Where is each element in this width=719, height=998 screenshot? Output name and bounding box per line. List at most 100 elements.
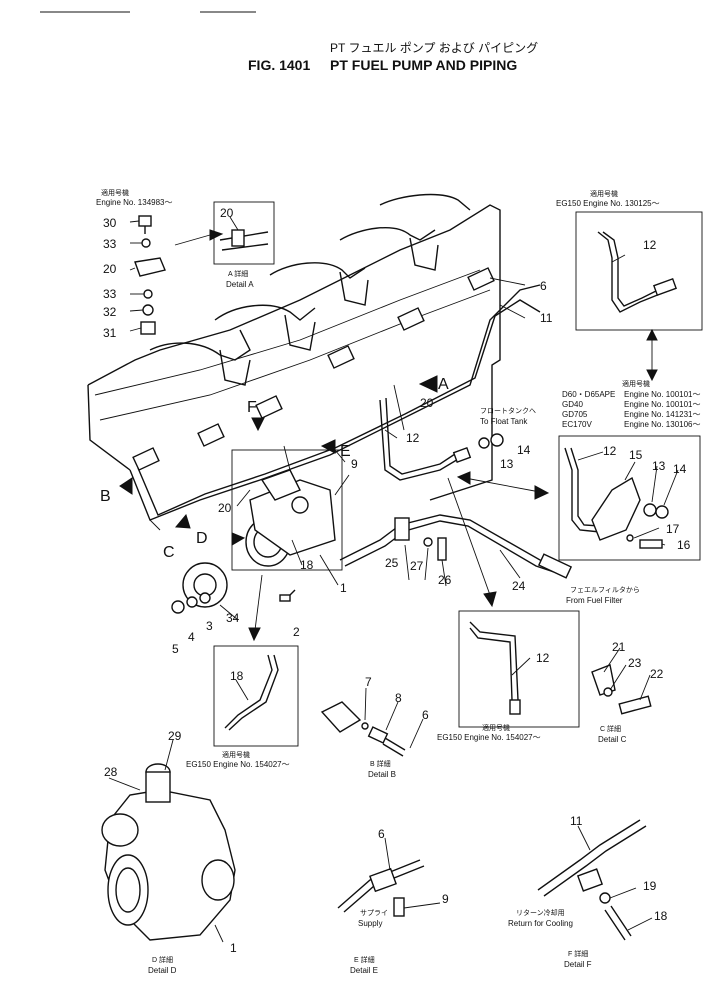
clamp-stack — [134, 215, 166, 335]
note-fuel-filter-en: From Fuel Filter — [566, 596, 623, 605]
figure-title: PT FUEL PUMP AND PIPING — [330, 57, 517, 73]
part-20-pump: 20 — [218, 501, 232, 515]
pipe-clip-25 — [394, 517, 410, 541]
injector-connectors — [132, 267, 495, 471]
fuel-pump-main — [182, 449, 343, 608]
view-letter-d: D — [196, 530, 208, 547]
applicability-label-eg150-left: 適用号機 — [222, 750, 250, 759]
part-12-main: 12 — [406, 431, 420, 445]
part-12-box: 12 — [603, 444, 617, 458]
view-arrow-a — [418, 375, 438, 393]
engine-block — [87, 193, 501, 501]
part-7: 7 — [365, 675, 372, 689]
part-19: 19 — [643, 879, 657, 893]
applicability-label-models: 適用号機 — [622, 379, 650, 388]
part-28: 28 — [104, 765, 118, 779]
detail-c-en: Detail C — [598, 735, 627, 744]
part-14-box: 14 — [673, 462, 687, 476]
model-3: EC170V — [562, 420, 592, 429]
washer-13 — [478, 437, 490, 449]
detail-e-supply-en: Supply — [358, 919, 382, 928]
part-20-detail-a: 20 — [220, 206, 234, 220]
view-arrow-f — [251, 417, 265, 432]
part-18-eg150: 18 — [230, 669, 244, 683]
part-17: 17 — [666, 522, 680, 536]
applicability-engine-eg150-bottom: EG150 Engine No. 154027～ — [437, 733, 541, 742]
title-japanese: PT フュエル ポンプ および パイピング — [330, 41, 538, 55]
part-34: 34 — [226, 611, 240, 625]
part-6-detail-e: 6 — [378, 827, 385, 841]
detail-a-box — [213, 201, 275, 265]
detail-b — [320, 701, 406, 757]
part-20-stack: 20 — [103, 262, 117, 276]
part-5: 5 — [172, 642, 179, 656]
applicability-engine-eg150-top: EG150 Engine No. 130125～ — [556, 199, 660, 208]
part-25: 25 — [385, 556, 399, 570]
model-2: GD705 — [562, 410, 588, 419]
detail-e — [337, 859, 425, 917]
applicability-label-a: 適用号機 — [101, 188, 129, 197]
part-9: 9 — [351, 457, 358, 471]
view-arrow-e — [320, 439, 336, 454]
view-letter-c: C — [163, 544, 175, 561]
part-13-box: 13 — [652, 459, 666, 473]
part-33-upper: 33 — [103, 237, 117, 251]
part-11-detail-f: 11 — [570, 814, 583, 828]
part-6-detail-b: 6 — [422, 708, 429, 722]
washers-3-4-5 — [171, 592, 211, 614]
part-20-main: 20 — [420, 396, 434, 410]
detail-f — [537, 819, 647, 941]
part-29: 29 — [168, 729, 182, 743]
figure-number: FIG. 1401 — [248, 57, 310, 73]
part-3: 3 — [206, 619, 213, 633]
detail-f-return-en: Return for Cooling — [508, 919, 573, 928]
part-13: 13 — [500, 457, 514, 471]
part-8: 8 — [395, 691, 402, 705]
part-33-lower: 33 — [103, 287, 117, 301]
part-2: 2 — [293, 625, 300, 639]
detail-a-en: Detail A — [226, 280, 254, 289]
bolt-2 — [279, 589, 296, 602]
note-fuel-filter-jp: フェエルフィルタから — [570, 585, 640, 594]
note-float-tank-en: To Float Tank — [480, 417, 528, 426]
part-6: 6 — [540, 279, 547, 293]
detail-f-jp: F 詳細 — [568, 949, 588, 958]
guide-arrows — [174, 229, 658, 642]
model-1-engine: Engine No. 100101～ — [624, 400, 701, 409]
note-float-tank-jp: フロートタンクへ — [480, 406, 536, 415]
eg150-left-box — [213, 645, 299, 747]
washer-27 — [423, 537, 433, 547]
view-arrow-d — [231, 532, 246, 546]
eg150-bottom-box — [458, 610, 580, 728]
part-32: 32 — [103, 305, 117, 319]
applicability-label-eg150-top: 適用号機 — [590, 189, 618, 198]
tank-bracket-box — [558, 435, 701, 561]
applicability-label-eg150-bottom: 適用号機 — [482, 723, 510, 732]
model-2-engine: Engine No. 141231～ — [624, 410, 701, 419]
model-3-engine: Engine No. 130106～ — [624, 420, 701, 429]
pipe-12-main — [379, 397, 472, 481]
detail-e-en: Detail E — [350, 966, 378, 975]
model-0: D60・D65APE — [562, 390, 615, 399]
applicability-engine-eg150-left: EG150 Engine No. 154027～ — [186, 760, 290, 769]
detail-e-jp: E 詳細 — [354, 955, 375, 964]
part-numbers: 1 1 2 3 4 5 6 6 6 7 8 9 9 11 11 12 12 12… — [103, 206, 691, 955]
view-letter-b: B — [100, 488, 111, 505]
eg150-top-box — [575, 211, 703, 331]
part-21: 21 — [612, 640, 626, 654]
leader-lines — [108, 216, 679, 943]
part-9-detail-e: 9 — [442, 892, 449, 906]
fuel-lines — [129, 284, 541, 531]
detail-d-en: Detail D — [148, 966, 177, 975]
model-1: GD40 — [562, 400, 583, 409]
detail-b-jp: B 詳細 — [370, 759, 391, 768]
part-4: 4 — [188, 630, 195, 644]
part-24: 24 — [512, 579, 526, 593]
part-30: 30 — [103, 216, 117, 230]
part-18-detail-f: 18 — [654, 909, 668, 923]
part-1: 1 — [340, 581, 347, 595]
part-18: 18 — [300, 558, 314, 572]
part-11: 11 — [540, 311, 553, 325]
detail-f-en: Detail F — [564, 960, 592, 969]
